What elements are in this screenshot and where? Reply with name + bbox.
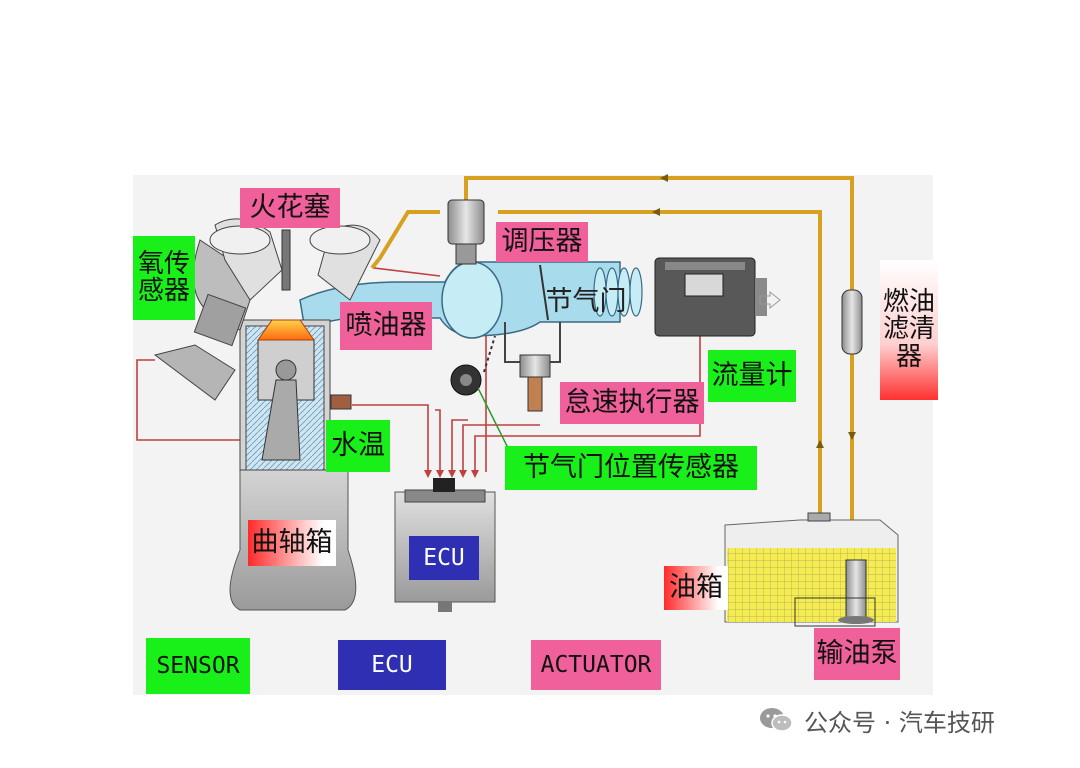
airflow-meter-label: 流量计 bbox=[708, 350, 796, 402]
signal-wires bbox=[136, 267, 701, 472]
fuel-pump-part bbox=[794, 559, 876, 627]
legend-sensor: SENSOR bbox=[146, 638, 250, 694]
idle-actuator-valve bbox=[519, 354, 551, 378]
idle-actuator-stem bbox=[527, 376, 543, 412]
fuel-line-arrows bbox=[652, 174, 856, 448]
air-inlet-arrow bbox=[759, 290, 781, 310]
spark-plug-label: 火花塞 bbox=[240, 188, 340, 228]
legend-actuator: ACTUATOR bbox=[531, 640, 661, 690]
airflow-meter-body bbox=[654, 257, 767, 337]
watermark: 公众号 · 汽车技研 bbox=[758, 700, 995, 740]
oxygen-sensor-label: 氧传 感器 bbox=[133, 236, 195, 320]
throttle-position-sensor-label: 节气门位置传感器 bbox=[505, 446, 757, 490]
wechat-icon bbox=[760, 708, 793, 732]
fuel-filter-label: 燃油 滤清 器 bbox=[880, 260, 938, 400]
fuel-lines bbox=[370, 176, 854, 600]
watermark-text: 公众号 · 汽车技研 bbox=[804, 708, 995, 737]
throttle-label: 节气门 bbox=[545, 285, 627, 317]
water-temp-label: 水温 bbox=[326, 420, 390, 472]
pressure-regulator bbox=[447, 199, 485, 265]
idle-actuator-label: 怠速执行器 bbox=[560, 382, 704, 424]
fuel-filter-part bbox=[841, 289, 863, 355]
fuel-tank bbox=[724, 512, 899, 623]
wire-arrows bbox=[424, 470, 479, 478]
ecu-unit-label: ECU bbox=[409, 536, 479, 580]
injector-label: 喷油器 bbox=[340, 302, 432, 350]
fuel-pump-label: 输油泵 bbox=[814, 628, 900, 680]
regulator-label: 调压器 bbox=[496, 222, 588, 262]
throttle-position-sensor-part bbox=[450, 335, 511, 453]
fuel-tank-label: 油箱 bbox=[664, 566, 728, 610]
bellows bbox=[593, 267, 643, 317]
legend-ecu: ECU bbox=[338, 640, 446, 690]
crankcase-label: 曲轴箱 bbox=[248, 520, 336, 566]
